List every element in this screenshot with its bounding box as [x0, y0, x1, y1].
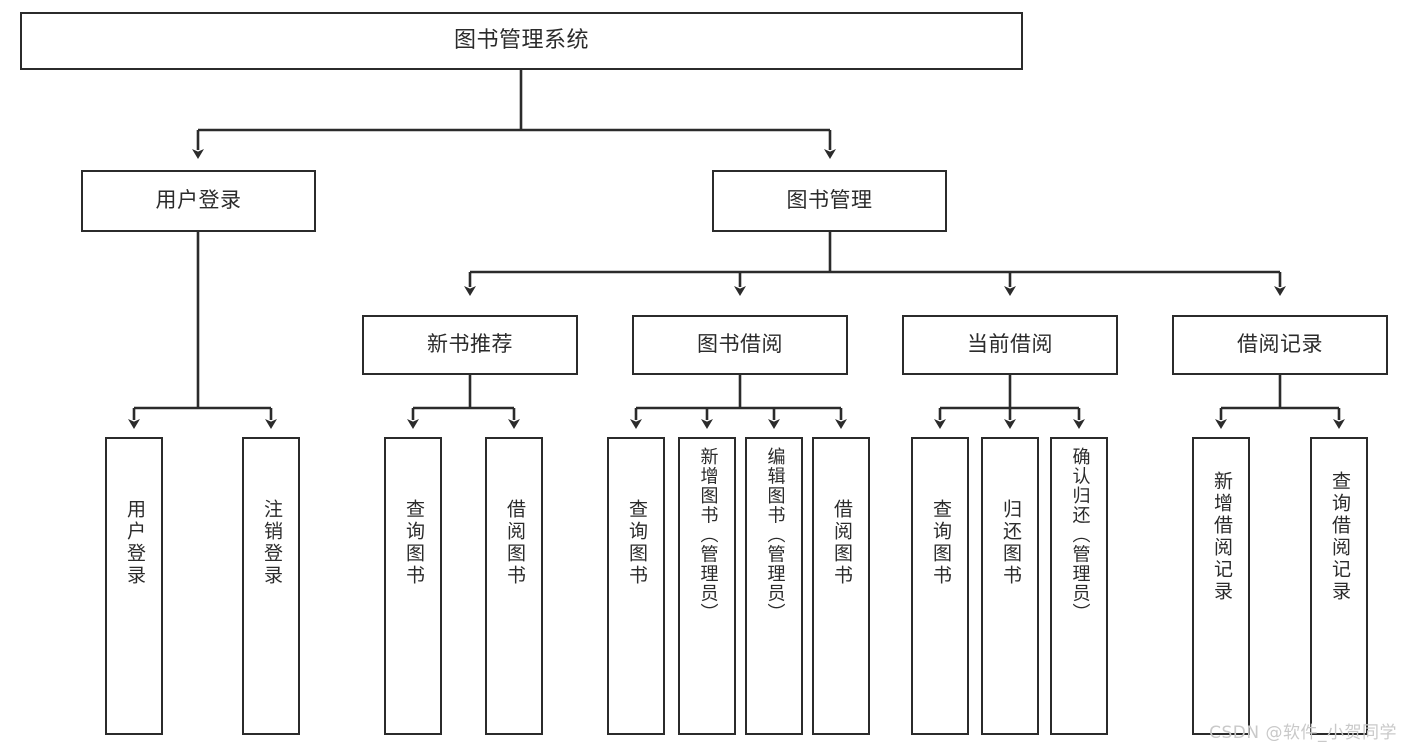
leaf-borrow-record-query[interactable]: 查询借阅记录 [1310, 437, 1368, 735]
leaf-borrow-record-add[interactable]: 新增借阅记录 [1192, 437, 1250, 735]
leaf-new-book-borrow[interactable]: 借阅图书 [485, 437, 543, 735]
node-label: 新书推荐 [427, 332, 513, 357]
node-book-borrow[interactable]: 图书借阅 [632, 315, 848, 375]
node-label: 查询图书 [929, 499, 952, 587]
edges-userlogin-to-leaves [128, 232, 277, 429]
edges-borrowrecord-to-leaves [1215, 375, 1345, 429]
node-borrow-record[interactable]: 借阅记录 [1172, 315, 1388, 375]
leaf-book-borrow-query[interactable]: 查询图书 [607, 437, 665, 735]
node-label: 借阅图书 [503, 499, 526, 587]
node-label: 借阅图书 [830, 499, 853, 587]
node-user-login[interactable]: 用户登录 [81, 170, 316, 232]
node-label: 用户登录 [155, 188, 242, 213]
node-label: 用户登录 [123, 499, 146, 587]
node-label: 查询借阅记录 [1328, 471, 1351, 603]
node-label: 当前借阅 [967, 332, 1053, 357]
node-label: 图书管理 [786, 188, 873, 213]
node-label: 查询图书 [402, 499, 425, 587]
leaf-user-login-logout[interactable]: 注销登录 [242, 437, 300, 735]
edges-root-to-level2 [192, 70, 836, 159]
leaf-current-borrow-confirm-return[interactable]: 确认归还（管理员） [1050, 437, 1108, 735]
watermark: CSDN @软件_小贺同学 [1209, 723, 1397, 743]
leaf-current-borrow-return[interactable]: 归还图书 [981, 437, 1039, 735]
node-root-system[interactable]: 图书管理系统 [20, 12, 1023, 70]
node-label: 借阅记录 [1237, 332, 1323, 357]
node-label: 注销登录 [260, 499, 283, 587]
leaf-current-borrow-query[interactable]: 查询图书 [911, 437, 969, 735]
node-label: 确认归还（管理员） [1069, 447, 1091, 623]
edges-newbook-to-leaves [407, 375, 520, 429]
leaf-book-borrow-borrow[interactable]: 借阅图书 [812, 437, 870, 735]
edges-currentborrow-to-leaves [934, 375, 1085, 429]
edges-bookborrow-to-leaves [630, 375, 847, 429]
leaf-user-login-login[interactable]: 用户登录 [105, 437, 163, 735]
node-label: 图书管理系统 [453, 27, 589, 53]
node-label: 图书借阅 [697, 332, 783, 357]
node-label: 新增图书（管理员） [697, 447, 719, 623]
node-label: 新增借阅记录 [1210, 471, 1233, 603]
node-current-borrow[interactable]: 当前借阅 [902, 315, 1118, 375]
node-label: 编辑图书（管理员） [764, 447, 786, 623]
node-label: 归还图书 [999, 499, 1022, 587]
leaf-new-book-query[interactable]: 查询图书 [384, 437, 442, 735]
node-new-book-recommend[interactable]: 新书推荐 [362, 315, 578, 375]
edges-bookmgmt-to-level3 [464, 232, 1286, 296]
leaf-book-borrow-edit[interactable]: 编辑图书（管理员） [745, 437, 803, 735]
node-book-management[interactable]: 图书管理 [712, 170, 947, 232]
leaf-book-borrow-add[interactable]: 新增图书（管理员） [678, 437, 736, 735]
node-label: 查询图书 [625, 499, 648, 587]
